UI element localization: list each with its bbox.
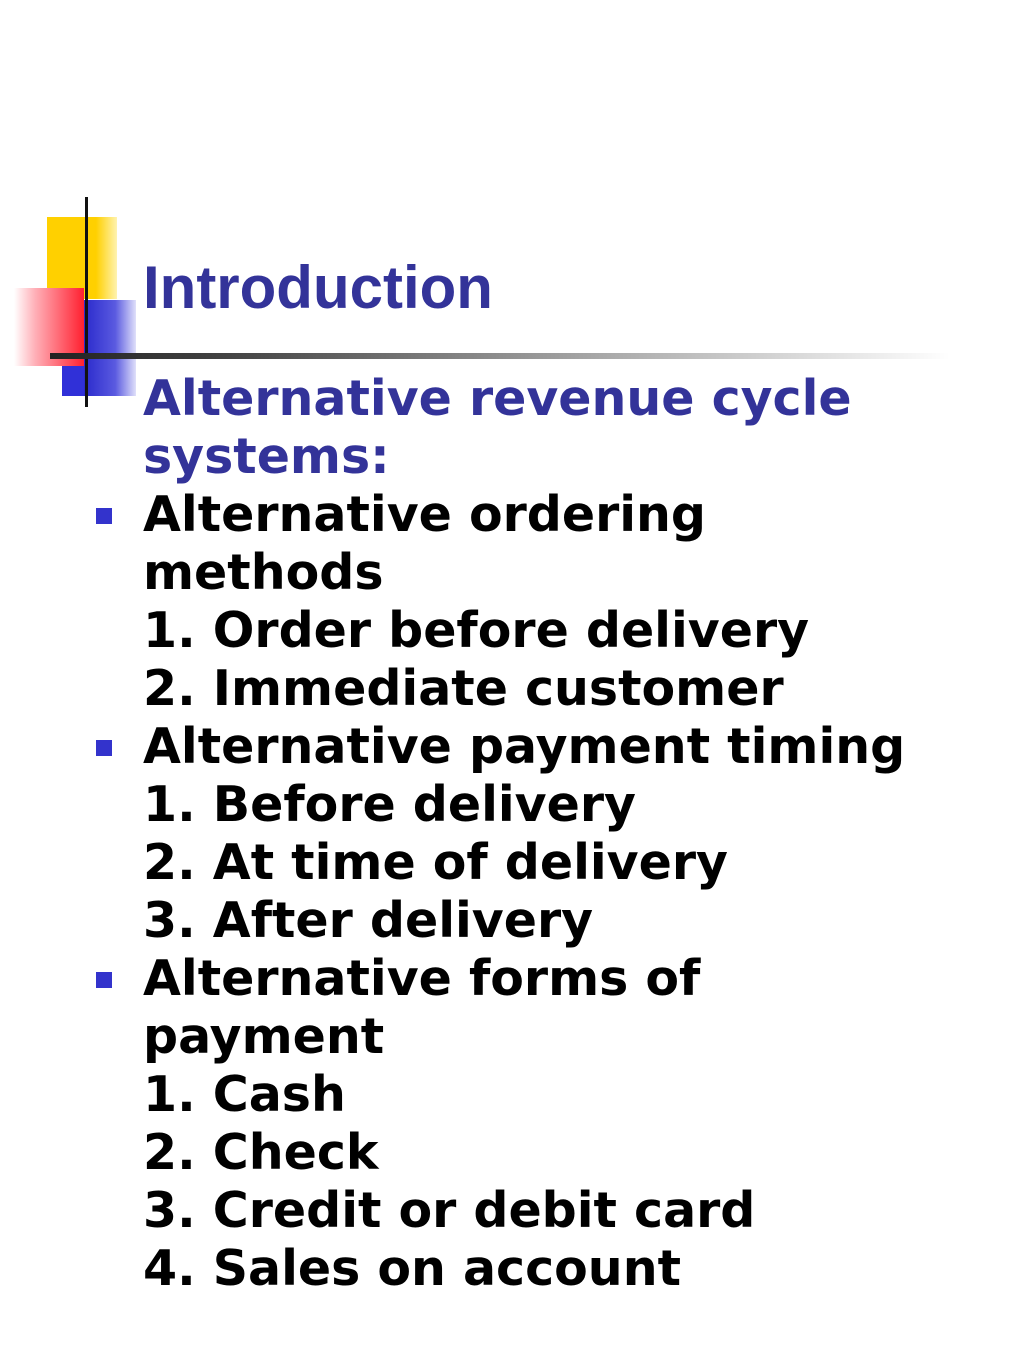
sub-item: 2. At time of delivery bbox=[143, 834, 728, 891]
slide-title: Introduction bbox=[143, 254, 493, 321]
slide-body: Alternative revenue cycle systems: Alter… bbox=[96, 370, 1003, 1298]
logo-vertical-line bbox=[85, 197, 88, 407]
bullet-payment-timing: Alternative payment timing 1. Before del… bbox=[96, 718, 1003, 950]
bullet-label: payment bbox=[143, 1008, 385, 1065]
sub-item: 1. Cash bbox=[143, 1066, 346, 1123]
sub-item: 4. Sales on account bbox=[143, 1240, 681, 1297]
logo-blue-square-highlight bbox=[84, 300, 136, 396]
bullet-ordering-methods: Alternative ordering methods 1. Order be… bbox=[96, 486, 1003, 718]
sub-item: 1. Before delivery bbox=[143, 776, 636, 833]
bullet-label: Alternative payment timing bbox=[143, 718, 906, 775]
bullet-label: Alternative forms of bbox=[143, 950, 701, 1007]
title-divider-line bbox=[50, 353, 950, 359]
bullet-marker bbox=[96, 740, 112, 756]
bullet-label: Alternative ordering bbox=[143, 486, 706, 543]
sub-item: 3. Credit or debit card bbox=[143, 1182, 756, 1239]
bullet-marker bbox=[96, 508, 112, 524]
sub-item: 2. Immediate customer bbox=[143, 660, 784, 717]
section-heading: Alternative revenue cycle systems: bbox=[143, 370, 1003, 486]
bullet-marker bbox=[96, 972, 112, 988]
heading-line: Alternative revenue cycle bbox=[143, 370, 852, 427]
sub-item: 3. After delivery bbox=[143, 892, 594, 949]
bullet-forms-of-payment: Alternative forms of payment 1. Cash 2. … bbox=[96, 950, 1003, 1298]
logo-yellow-square bbox=[47, 217, 117, 299]
sub-item: 2. Check bbox=[143, 1124, 379, 1181]
heading-line: systems: bbox=[143, 428, 390, 485]
sub-item: 1. Order before delivery bbox=[143, 602, 810, 659]
bullet-label: methods bbox=[143, 544, 384, 601]
